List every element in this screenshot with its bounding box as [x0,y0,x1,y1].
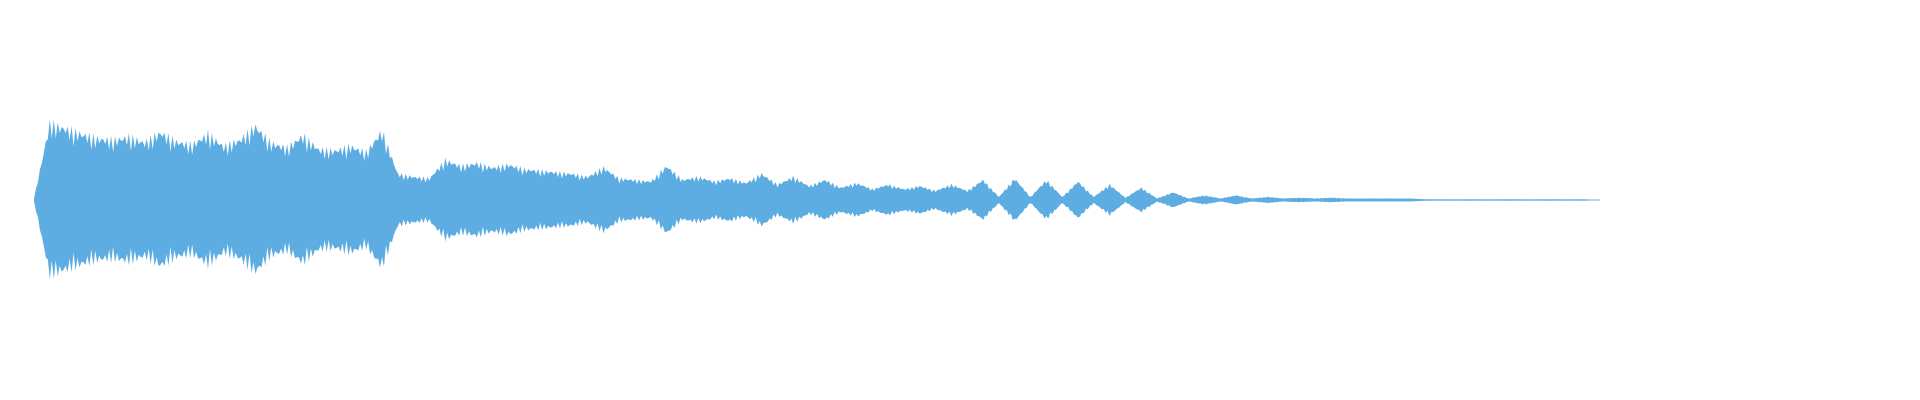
waveform-fill [34,119,1600,280]
